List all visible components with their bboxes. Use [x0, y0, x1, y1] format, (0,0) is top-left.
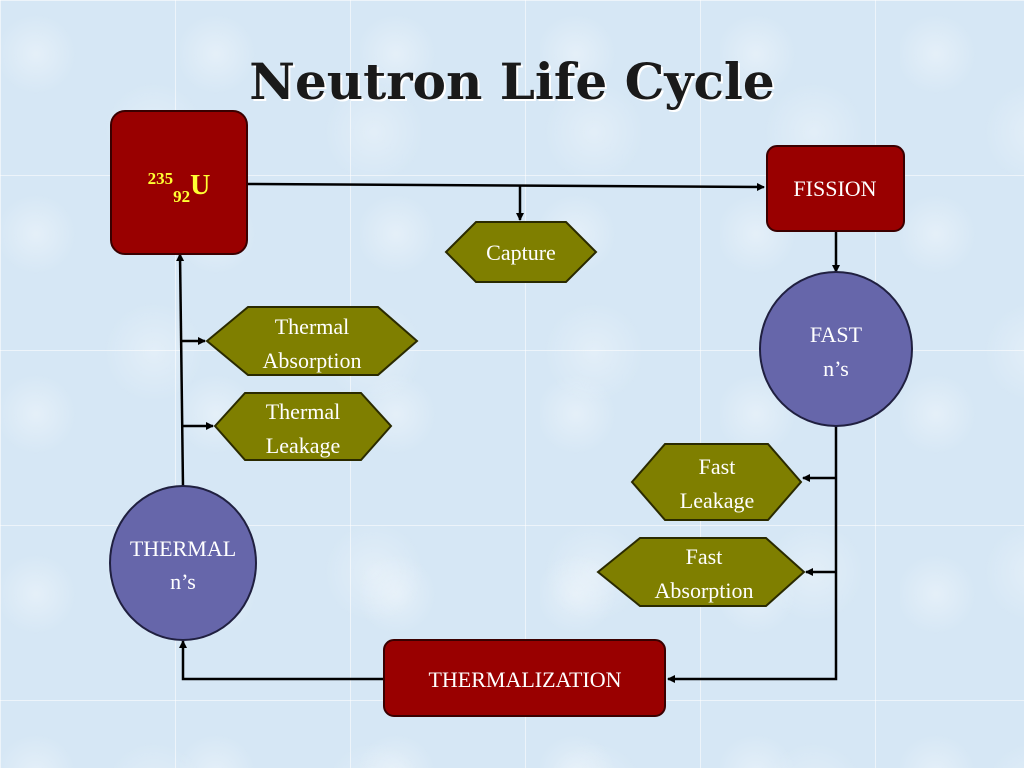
fast-leakage-line1: Fast: [699, 454, 736, 479]
slide-title: Neutron Life Cycle: [249, 52, 775, 111]
uranium-symbol: U: [190, 170, 210, 201]
fast-leakage-node: Fast Leakage: [630, 443, 803, 521]
fast-absorption-node: Fast Absorption: [596, 537, 806, 607]
fast-neutrons-circle: [759, 271, 913, 427]
thermal-neutrons-node: THERMAL n’s: [109, 485, 257, 641]
line-fast-down-to-thermalization: [667, 426, 838, 683]
connectors: [176, 182, 840, 683]
thermal-absorption-line1: Thermal: [275, 314, 350, 339]
uranium-atomic-number: 92: [173, 187, 190, 206]
uranium-node: 23592U: [110, 110, 248, 255]
thermal-leakage-line2: Leakage: [266, 433, 341, 458]
uranium-mass-number: 235: [148, 169, 174, 188]
fast-neutrons-node: FAST n’s: [759, 271, 913, 427]
thermal-absorption-hexagon: [205, 306, 419, 376]
fast-absorption-hexagon: [596, 537, 806, 607]
fission-label: FISSION: [793, 176, 876, 201]
thermal-neutrons-circle: [109, 485, 257, 641]
thermal-absorption-line2: Absorption: [263, 348, 362, 373]
fission-box: [766, 145, 905, 232]
fission-node: FISSION: [766, 145, 905, 232]
capture-hexagon: [444, 221, 598, 283]
uranium-label: 23592U: [148, 169, 211, 206]
thermal-leakage-node: Thermal Leakage: [213, 392, 393, 461]
uranium-box: [110, 110, 248, 255]
thermalization-label: THERMALIZATION: [428, 667, 621, 692]
thermalization-node: THERMALIZATION: [383, 639, 666, 717]
arrow-uranium-to-fission: [246, 182, 765, 191]
arrow-thermal-to-uranium: [176, 253, 185, 488]
fast-leakage-hexagon: [630, 443, 803, 521]
capture-node: Capture: [444, 221, 598, 283]
fast-absorption-line1: Fast: [686, 544, 723, 569]
line-thermalization-to-thermal: [179, 640, 384, 681]
fast-neutrons-line1: FAST: [810, 322, 863, 347]
fast-leakage-line2: Leakage: [680, 488, 755, 513]
fast-neutrons-line2: n’s: [823, 356, 849, 381]
thermal-neutrons-line1: THERMAL: [130, 536, 236, 561]
thermal-leakage-line1: Thermal: [266, 399, 341, 424]
capture-label: Capture: [486, 240, 556, 265]
thermal-leakage-hexagon: [213, 392, 393, 461]
thermalization-box: [383, 639, 666, 717]
fast-absorption-line2: Absorption: [655, 578, 754, 603]
thermal-absorption-node: Thermal Absorption: [205, 306, 419, 376]
thermal-neutrons-line2: n’s: [170, 569, 196, 594]
